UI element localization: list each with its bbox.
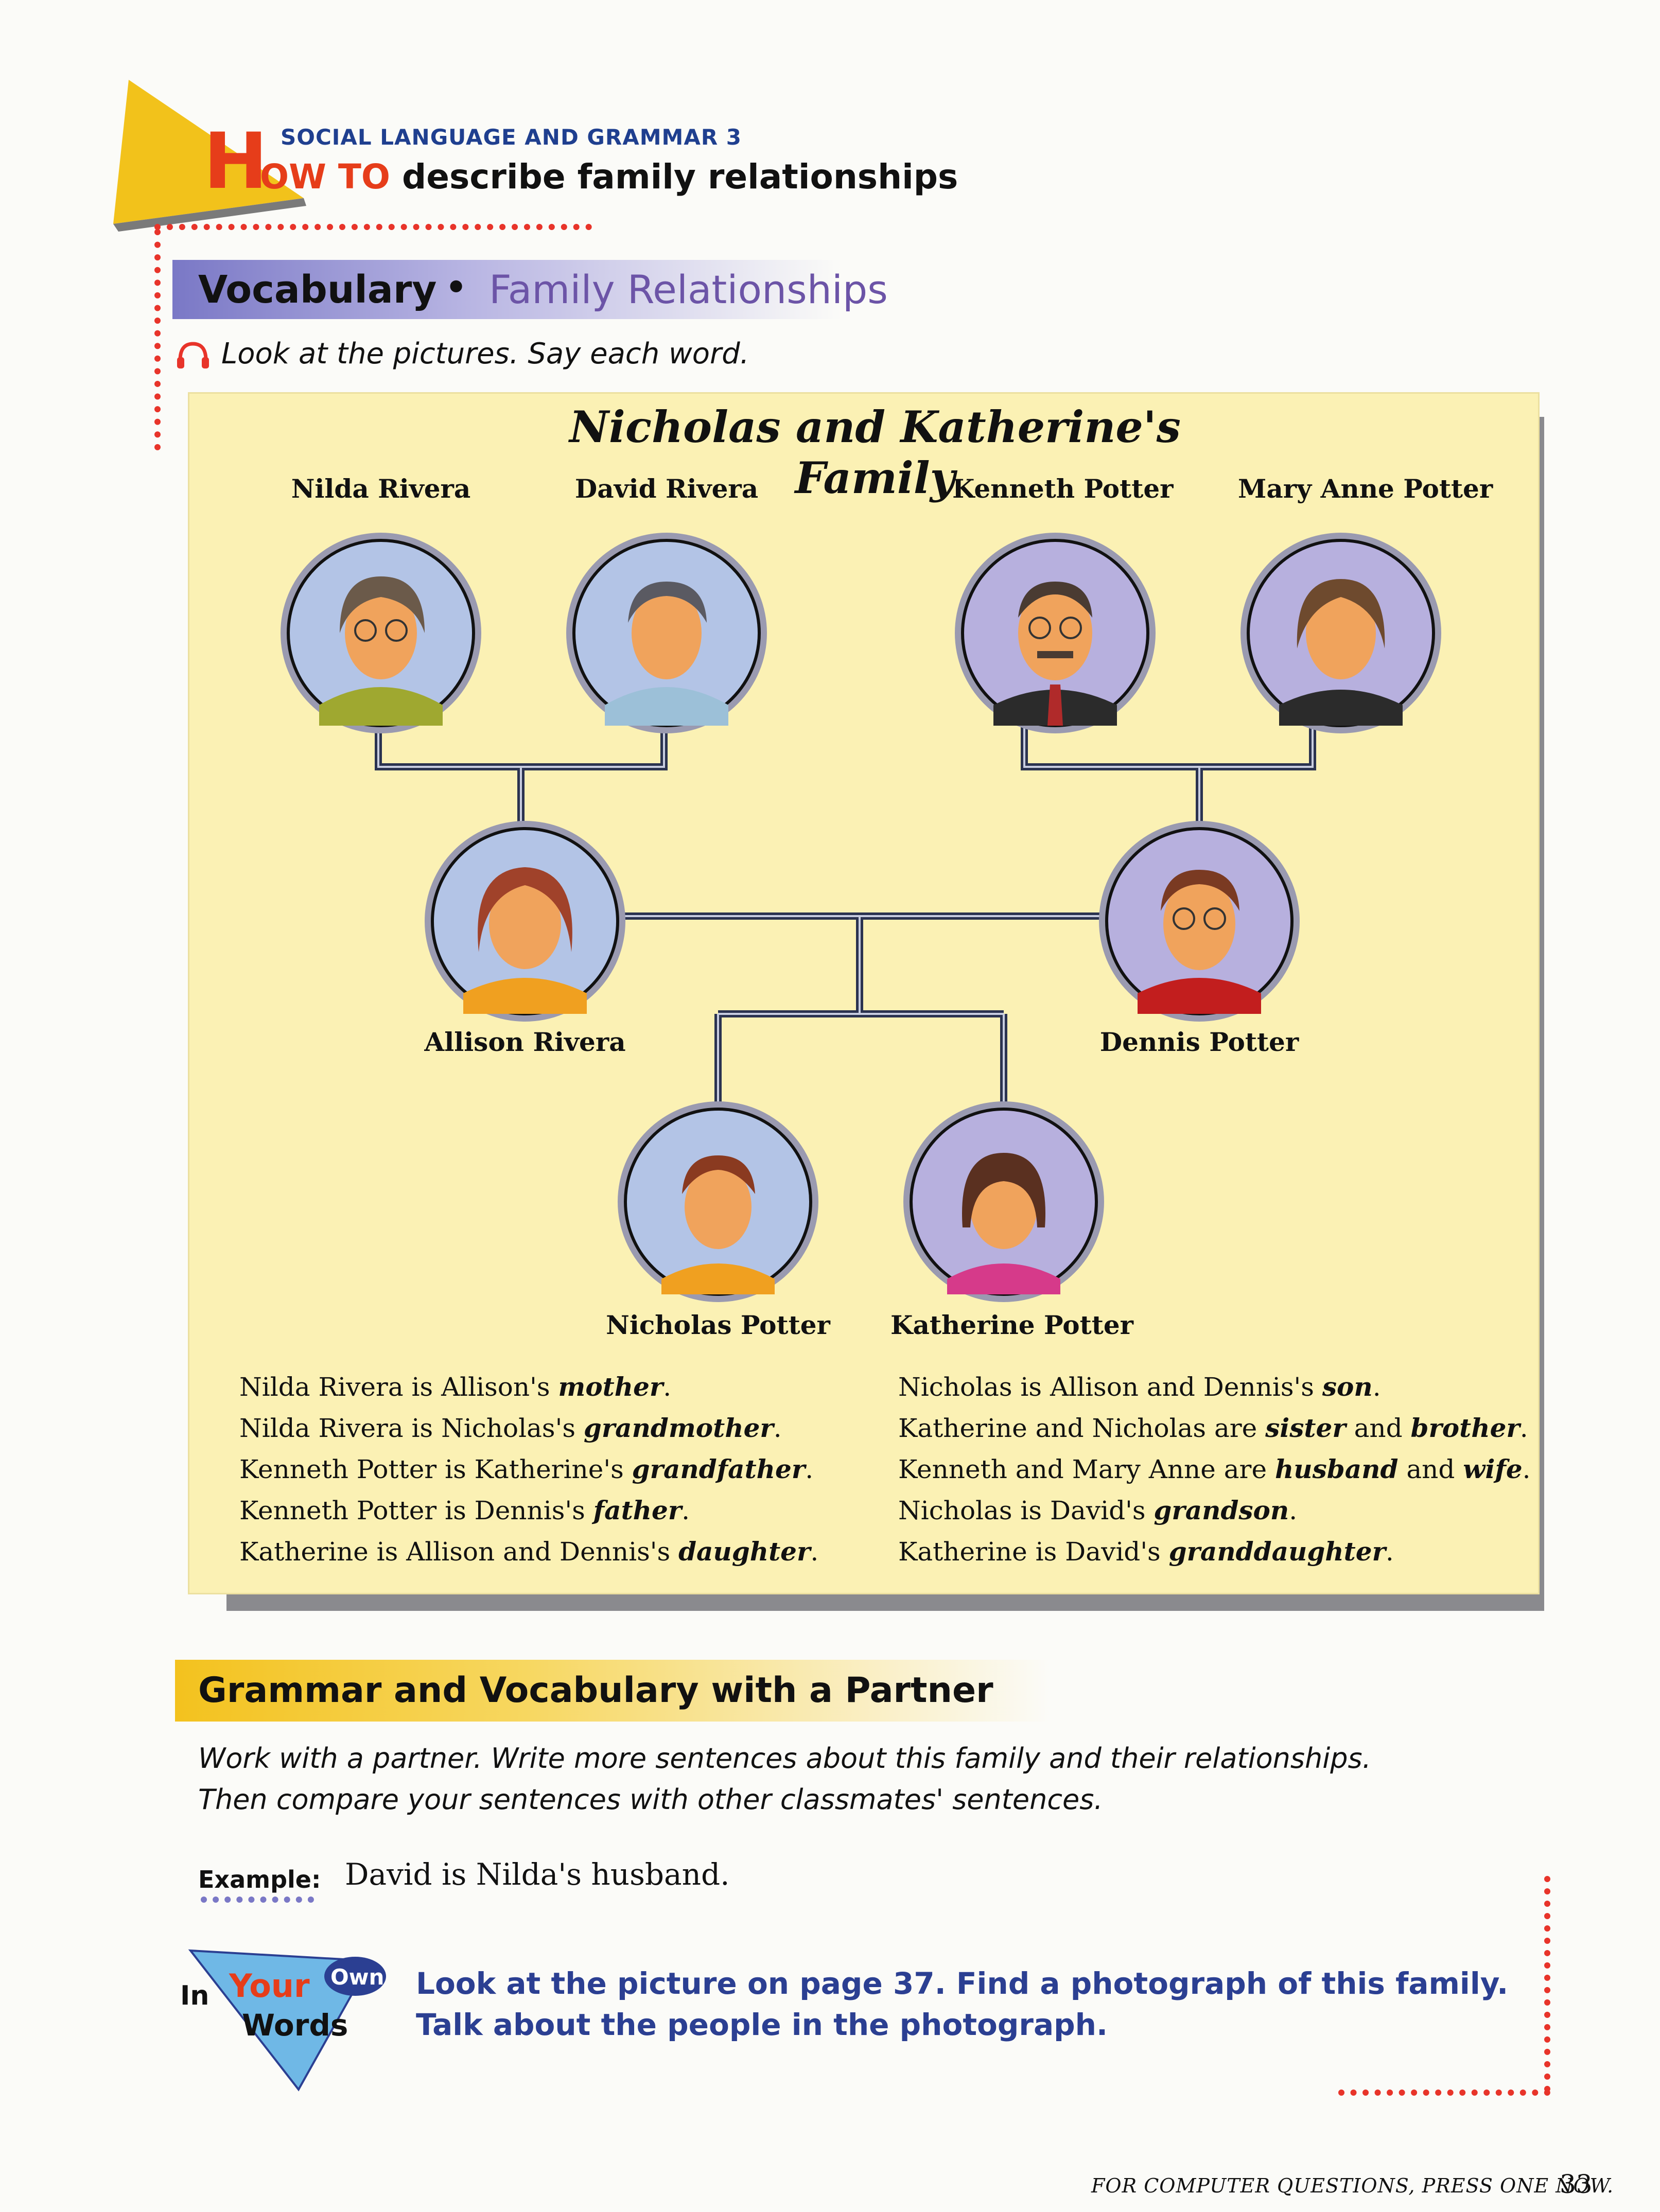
name-dennis-potter: Dennis Potter [1099,1027,1299,1057]
badge-own: Own [330,1964,384,1990]
howto-h-letter: H [203,117,268,206]
sentence-left-1: Nilda Rivera is Allison's mother. [239,1372,672,1402]
in-your-own-words-badge: In Your Own Words [180,1949,386,2092]
portrait-david-rivera [566,533,767,733]
sentence-left-3: Kenneth Potter is Katherine's grandfathe… [239,1454,814,1484]
right-dotted-rule [1544,1876,1550,2092]
example-dotted-rule [201,1897,314,1903]
vocabulary-instruction: Look at the pictures. Say each word. [221,337,749,371]
name-mary-anne-potter: Mary Anne Potter [1238,473,1493,504]
portrait-nilda-rivera [281,533,481,733]
name-nicholas-potter: Nicholas Potter [606,1310,830,1340]
lesson-title: OW TO describe family relationships [260,157,958,197]
name-kenneth-potter: Kenneth Potter [952,473,1174,504]
sentence-left-5: Katherine is Allison and Dennis's daught… [239,1536,819,1567]
howto-rest: describe family relationships [390,157,958,197]
vocabulary-subtitle: Family Relationships [489,267,888,312]
grammar-banner [175,1660,1050,1722]
vocabulary-banner [172,260,842,319]
sentence-left-4: Kenneth Potter is Dennis's father. [239,1495,690,1525]
portrait-allison-rivera [425,821,625,1022]
portrait-katherine-potter [903,1101,1104,1302]
family-tree-title: Nicholas and Katherine's Family [569,401,1181,503]
sentences-right: Nicholas is Allison and Dennis's son. Ka… [898,1372,1531,1577]
bottom-dotted-rule [1338,2090,1550,2096]
example-label: Example: [198,1866,321,1893]
sentences-left: Nilda Rivera is Allison's mother. Nilda … [239,1372,818,1577]
header-dotted-rule [154,224,592,230]
grammar-instruction-line2: Then compare your sentences with other c… [198,1783,1103,1816]
sentence-left-2: Nilda Rivera is Nicholas's grandmother. [239,1413,782,1443]
headphones-icon [177,342,209,368]
vocabulary-separator: • [445,268,467,307]
grammar-title: Grammar and Vocabulary with a Partner [198,1670,993,1711]
portrait-kenneth-potter [955,533,1156,733]
header-triangle-icon: H [113,80,306,232]
portrait-nicholas-potter [618,1101,818,1302]
grammar-instruction-line1: Work with a partner. Write more sentence… [198,1742,1371,1775]
badge-words: Words [242,2008,348,2043]
section-label: SOCIAL LANGUAGE AND GRAMMAR 3 [281,125,742,150]
page-number: 33 [1560,2169,1593,2199]
sentence-right-3: Kenneth and Mary Anne are husband and wi… [898,1454,1531,1484]
portrait-mary-anne-potter [1240,533,1441,733]
name-katherine-potter: Katherine Potter [890,1310,1133,1340]
name-allison-rivera: Allison Rivera [424,1027,626,1057]
own-words-line1: Look at the picture on page 37. Find a p… [416,1966,1509,2001]
name-nilda-rivera: Nilda Rivera [291,473,471,504]
name-david-rivera: David Rivera [574,473,759,504]
family-tree-connectors [375,700,1316,1104]
sentence-right-4: Nicholas is David's grandson. [898,1495,1298,1525]
own-words-line2: Talk about the people in the photograph. [416,2007,1108,2042]
sentence-right-1: Nicholas is Allison and Dennis's son. [898,1372,1381,1402]
badge-your: Your [229,1967,310,2005]
sentence-right-5: Katherine is David's granddaughter. [898,1536,1394,1567]
example-text: David is Nilda's husband. [345,1857,730,1892]
footer-text: FOR COMPUTER QUESTIONS, PRESS ONE NOW. [1091,2174,1614,2197]
sentence-right-2: Katherine and Nicholas are sister and br… [898,1413,1528,1443]
badge-in: In [180,1980,209,2011]
vocabulary-title: Vocabulary [198,268,437,312]
left-dotted-rule [154,229,161,450]
howto-ow: OW TO [260,157,391,197]
portrait-dennis-potter [1099,821,1300,1022]
